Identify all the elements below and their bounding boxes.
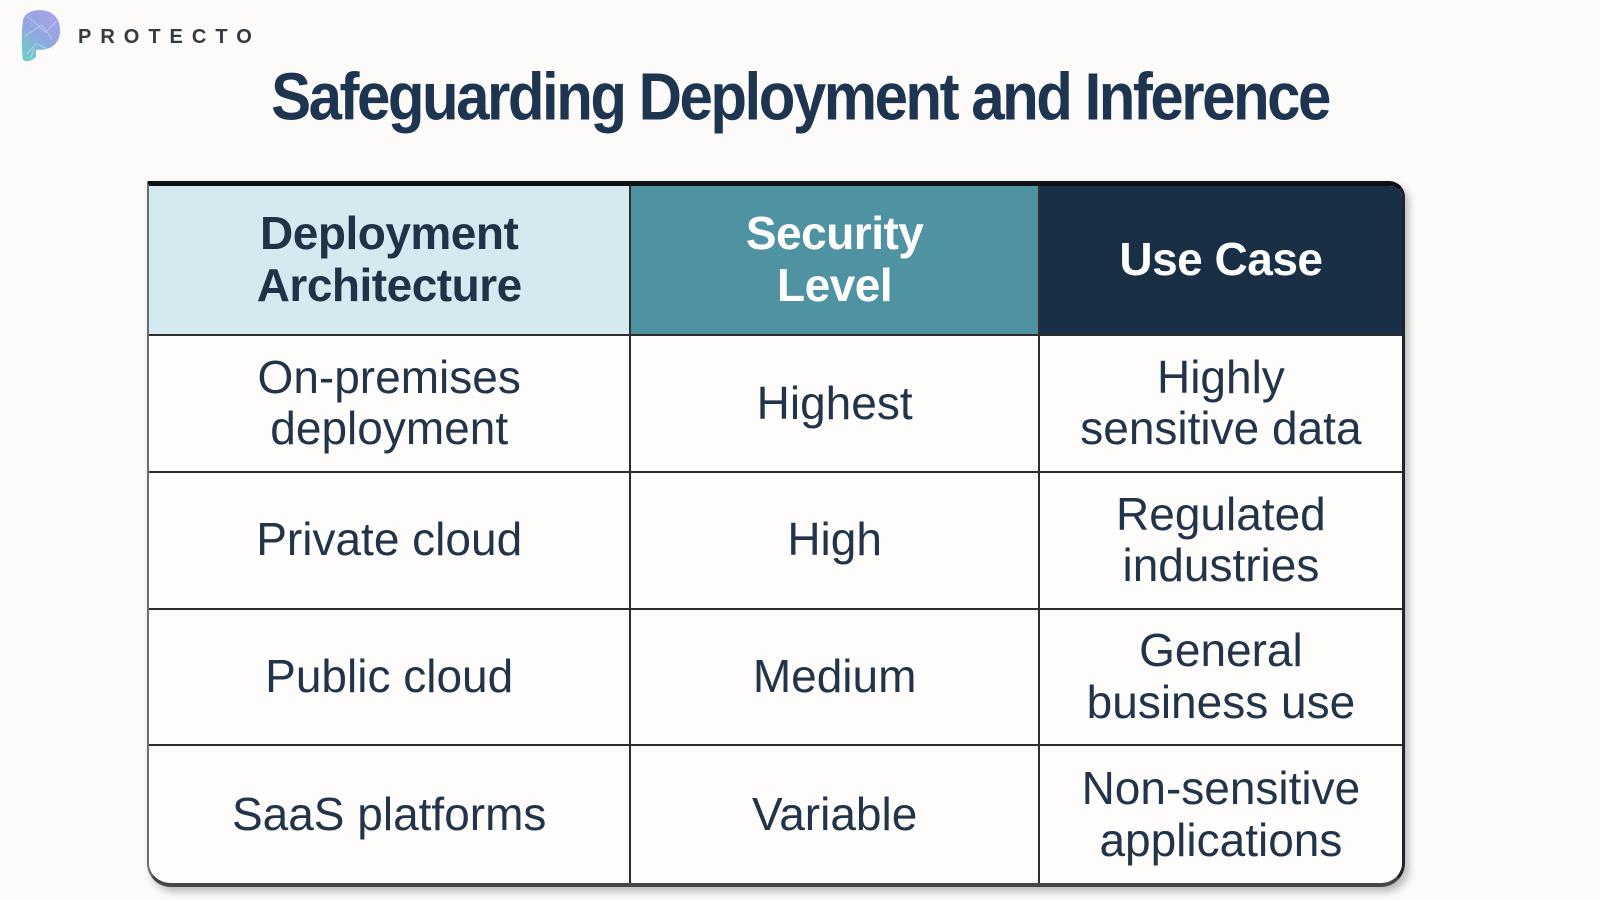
cell-usecase-general-business: General business use — [1039, 609, 1402, 747]
cell-architecture-private-cloud: Private cloud — [149, 472, 632, 610]
cell-usecase-highly-sensitive: Highly sensitive data — [1039, 336, 1402, 473]
cell-architecture-public-cloud: Public cloud — [149, 609, 632, 747]
cell-security-highest: Highest — [631, 336, 1040, 473]
page-title: Safeguarding Deployment and Inference — [271, 59, 1331, 135]
protecto-p-icon — [21, 10, 61, 62]
cell-architecture-saas: SaaS platforms — [149, 746, 632, 883]
cell-security-variable: Variable — [631, 746, 1040, 883]
column-header-deployment-architecture: Deployment Architecture — [149, 186, 632, 336]
column-header-security-level: Security Level — [631, 186, 1040, 336]
column-header-use-case: Use Case — [1039, 186, 1402, 336]
brand-name: PROTECTO — [78, 25, 261, 48]
brand-logo: PROTECTO — [14, 8, 261, 64]
cell-security-medium: Medium — [631, 609, 1040, 747]
cell-usecase-regulated: Regulated industries — [1039, 472, 1402, 610]
cell-architecture-on-premises: On-premises deployment — [149, 336, 632, 473]
cell-usecase-non-sensitive: Non-sensitive applications — [1039, 746, 1402, 883]
cell-security-high: High — [631, 472, 1040, 610]
deployment-security-table: Deployment Architecture Security Level U… — [147, 181, 1405, 887]
